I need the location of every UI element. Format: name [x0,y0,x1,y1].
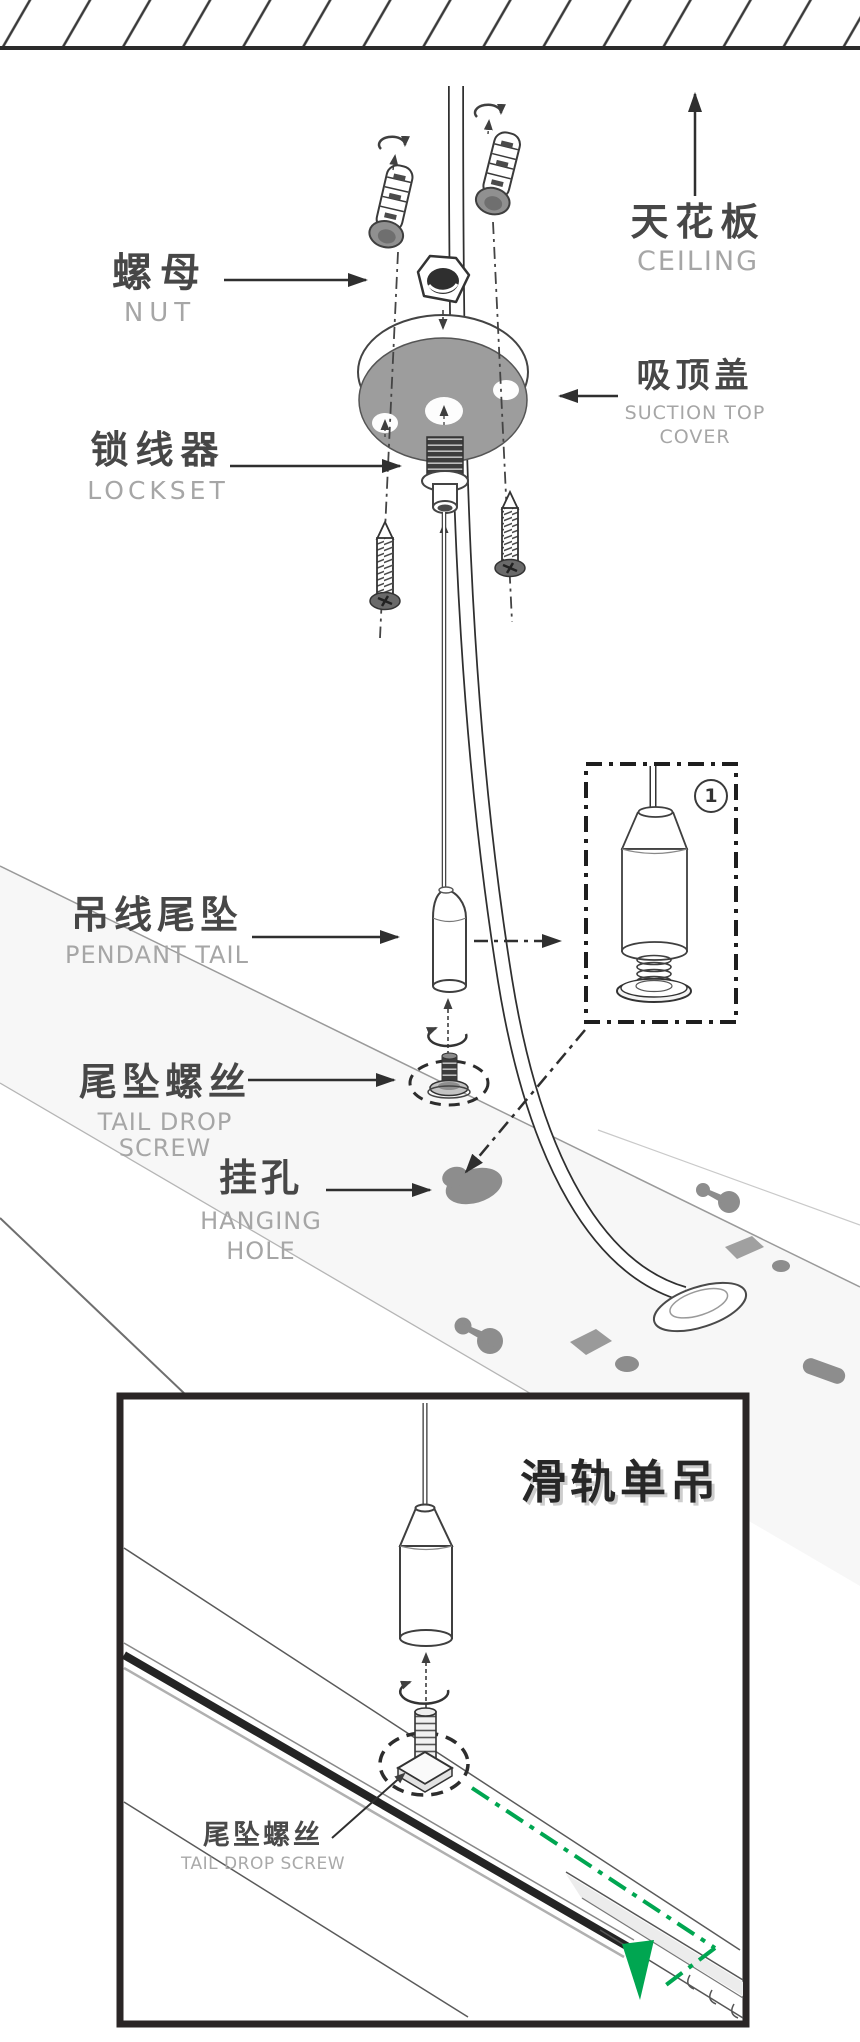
label-hanging-en-line1: HANGING [200,1207,322,1236]
slot-pill [802,1358,846,1384]
label-lockset-en: LOCKSET [87,476,229,506]
keyhole-slot-right [696,1183,740,1213]
label-tailscrew-en: TAIL DROP SCREW [97,1108,233,1162]
box-label-tailscrew-zh: 尾坠螺丝 [203,1820,323,1851]
slot-circle [615,1356,639,1372]
label-suction-zh: 吸顶盖 [636,356,754,396]
label-suction-top-cover: 吸顶盖 SUCTION TOP COVER [610,358,780,450]
label-pendant-en: PENDANT TAIL [65,941,249,970]
slot-circle-small [772,1260,790,1272]
cable-grommet [652,1281,748,1333]
green-arrow [622,1940,654,2000]
surface-cutouts [454,1183,846,1384]
detail-to-hole-arrow [464,1029,586,1174]
twist-arrow-right [473,103,506,118]
slot-bar [725,1236,764,1259]
label-arrows [224,92,702,1197]
track-groove [121,1642,635,1959]
label-tailscrew-zh: 尾坠螺丝 [78,1060,251,1104]
label-hanging-zh: 挂孔 [218,1156,303,1200]
box-label-tail-drop-screw: 尾坠螺丝 TAIL DROP SCREW [178,1820,348,1874]
ceiling-hatch-band [0,0,860,50]
plane-edge-right [597,1129,860,1226]
lockset-part [421,436,469,514]
wall-anchor-right [474,131,521,216]
box-pendant-tail [398,1503,454,1647]
box-rotation-arrow [399,1652,450,1708]
twist-arrows [377,103,506,171]
inset-detail-box [584,762,738,1024]
rail-profile [565,1871,744,2019]
label-nut: 螺母 NUT [78,252,242,328]
screw-right [494,489,526,578]
slide-rail-box [116,1392,750,2028]
tail-drop-screw-part [408,1052,490,1107]
label-ceiling: 天花板 CEILING [615,202,781,277]
plane-edge-upper [0,865,860,1288]
box-screw-arrow [331,1772,406,1839]
label-ceiling-en: CEILING [637,246,759,278]
label-lockset-zh: 锁线器 [90,428,226,472]
label-suction-en-line2: COVER [659,425,731,448]
label-ceiling-zh: 天花板 [630,200,766,244]
box-label-tailscrew-en: TAIL DROP SCREW [180,1853,346,1874]
slide-rail-box-title: 滑轨单吊 [520,1455,720,1509]
keyhole-slot-left [454,1317,503,1354]
rotation-arrow-main [425,998,468,1062]
label-tail-drop-screw: 尾坠螺丝 TAIL DROP SCREW [53,1062,277,1161]
label-pendant-zh: 吊线尾坠 [70,893,243,937]
plane-edge-lower [0,1082,534,1396]
wall-anchor-left [368,164,414,249]
label-nut-en: NUT [123,298,197,329]
label-nut-zh: 螺母 [112,250,208,296]
detail-callout-number: 1 [694,779,728,813]
green-guide-line [470,1786,717,1987]
hex-nut-part [416,254,471,304]
plane-edge-dark [0,1217,208,1416]
label-pendant-tail: 吊线尾坠 PENDANT TAIL [45,895,269,969]
pendant-tail-part [432,886,467,993]
label-suction-en-line1: SUCTION TOP [624,402,766,425]
detail-pendant-tail [616,766,692,1003]
twist-arrow-left [377,135,410,150]
label-hanging-hole: 挂孔 HANGING HOLE [178,1158,344,1266]
tbolt-screw [378,1707,470,1797]
label-lockset: 锁线器 LOCKSET [76,430,240,505]
slot-parallelogram [570,1329,612,1355]
dashed-focus-circle [408,1059,490,1107]
hanging-hole-part [442,1166,503,1205]
screw-left [369,519,401,611]
label-hanging-en-line2: HOLE [226,1237,296,1266]
cover-hole-right [493,380,519,400]
box-plane-edge-lower [123,1801,469,2018]
